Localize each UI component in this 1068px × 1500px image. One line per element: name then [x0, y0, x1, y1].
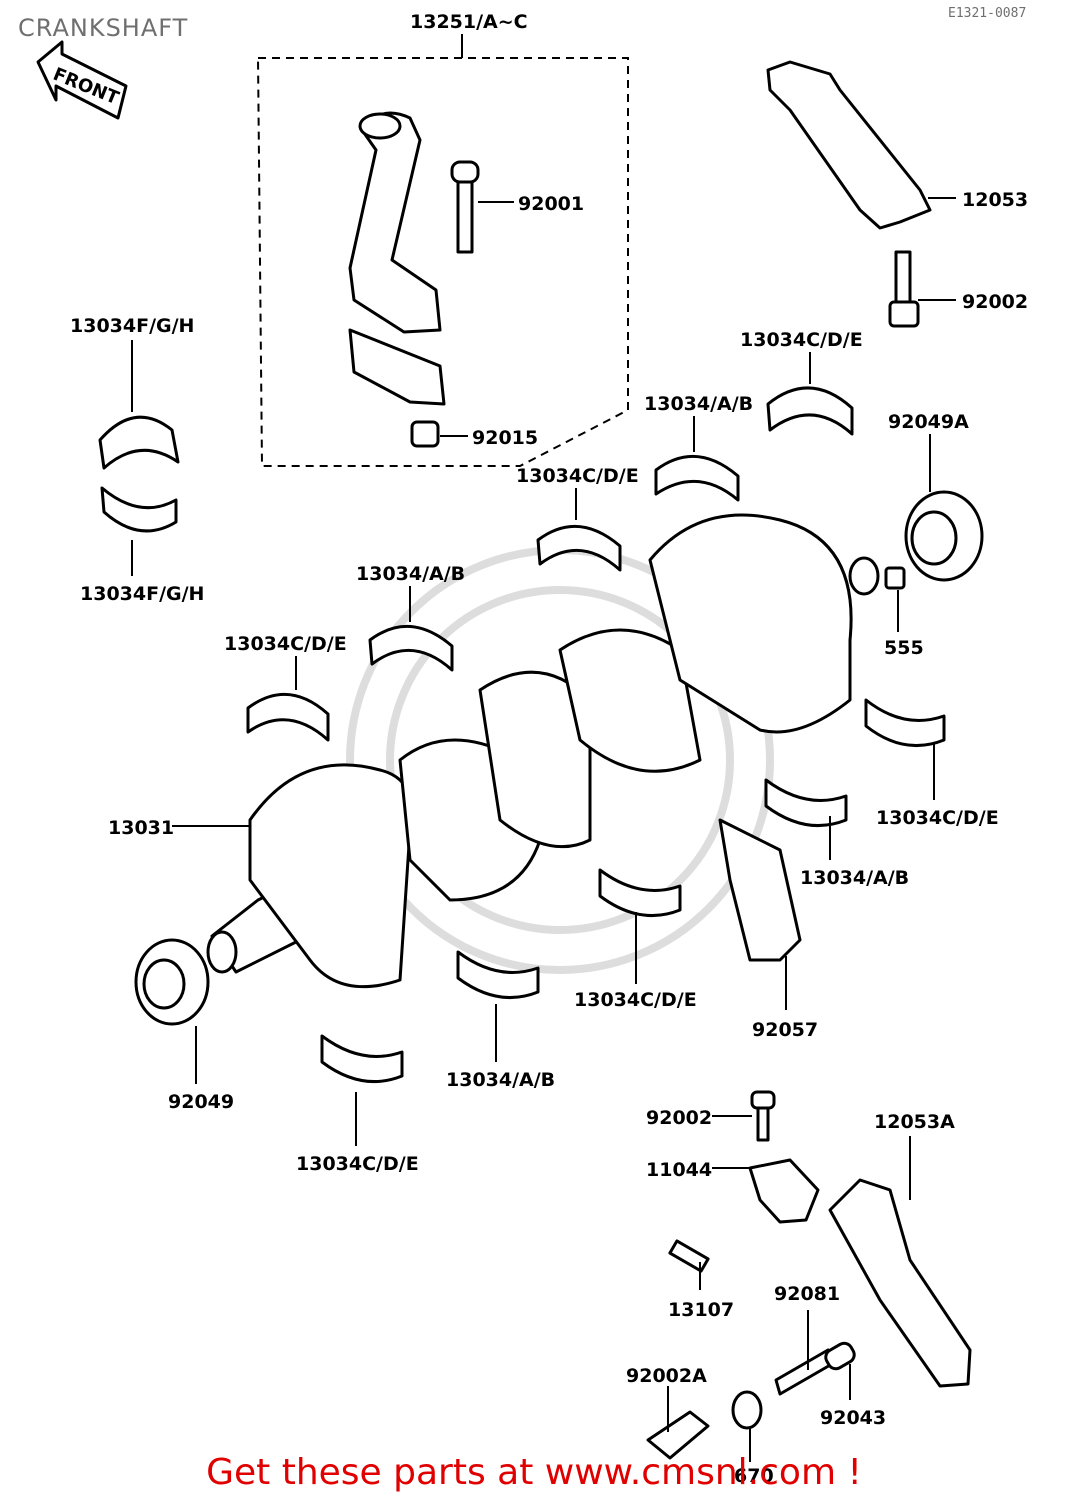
label-13034cde-6: 13034C/D/E	[296, 1153, 419, 1175]
label-13251: 13251/A~C	[410, 11, 528, 33]
label-13034ab-4: 13034/A/B	[446, 1069, 555, 1091]
conrod-assy-box	[256, 57, 629, 467]
front-arrow: FRONT	[36, 40, 128, 120]
label-92015: 92015	[472, 427, 538, 449]
label-13034ab-1: 13034/A/B	[644, 393, 753, 415]
label-13034ab-3: 13034/A/B	[800, 867, 909, 889]
label-13034cde-3: 13034C/D/E	[224, 633, 347, 655]
pin-555	[884, 566, 906, 590]
crankshaft	[206, 513, 880, 989]
label-13034cde-5: 13034C/D/E	[574, 989, 697, 1011]
bearing-shells	[98, 386, 946, 1083]
chain-guide-12053	[766, 60, 932, 328]
cam-chain	[718, 818, 802, 962]
label-12053a: 12053A	[874, 1111, 955, 1133]
label-92002a: 92002A	[626, 1365, 707, 1387]
label-92002-top: 92002	[962, 291, 1028, 313]
page-title: CRANKSHAFT	[18, 14, 189, 42]
label-92001: 92001	[518, 193, 584, 215]
label-13034cde-2: 13034C/D/E	[516, 465, 639, 487]
diagram-code: E1321-0087	[948, 6, 1027, 21]
label-13034cde-4: 13034C/D/E	[876, 807, 999, 829]
label-13034fgh-bottom: 13034F/G/H	[80, 583, 204, 605]
tensioner-parts	[646, 1090, 972, 1460]
label-555: 555	[884, 637, 924, 659]
label-11044: 11044	[646, 1159, 712, 1181]
oil-seal-92049a	[904, 490, 984, 582]
label-13107: 13107	[668, 1299, 734, 1321]
leader-lines	[131, 197, 956, 1462]
label-13034cde-1: 13034C/D/E	[740, 329, 863, 351]
label-670: 670	[734, 1465, 774, 1487]
label-13034ab-2: 13034/A/B	[356, 563, 465, 585]
conrod-nut	[410, 420, 440, 448]
label-92002-bottom: 92002	[646, 1107, 712, 1129]
connecting-rod	[348, 111, 446, 406]
oil-seal-92049	[134, 938, 210, 1026]
label-12053: 12053	[962, 189, 1028, 211]
label-92043: 92043	[820, 1407, 886, 1429]
footer-banner[interactable]: Get these parts at www.cmsnl.com !	[206, 1452, 862, 1493]
label-92049a: 92049A	[888, 411, 969, 433]
label-92081: 92081	[774, 1283, 840, 1305]
label-92049: 92049	[168, 1091, 234, 1113]
label-13034fgh-top: 13034F/G/H	[70, 315, 194, 337]
label-92057: 92057	[752, 1019, 818, 1041]
label-13031: 13031	[108, 817, 174, 839]
conrod-bolt	[450, 160, 480, 254]
